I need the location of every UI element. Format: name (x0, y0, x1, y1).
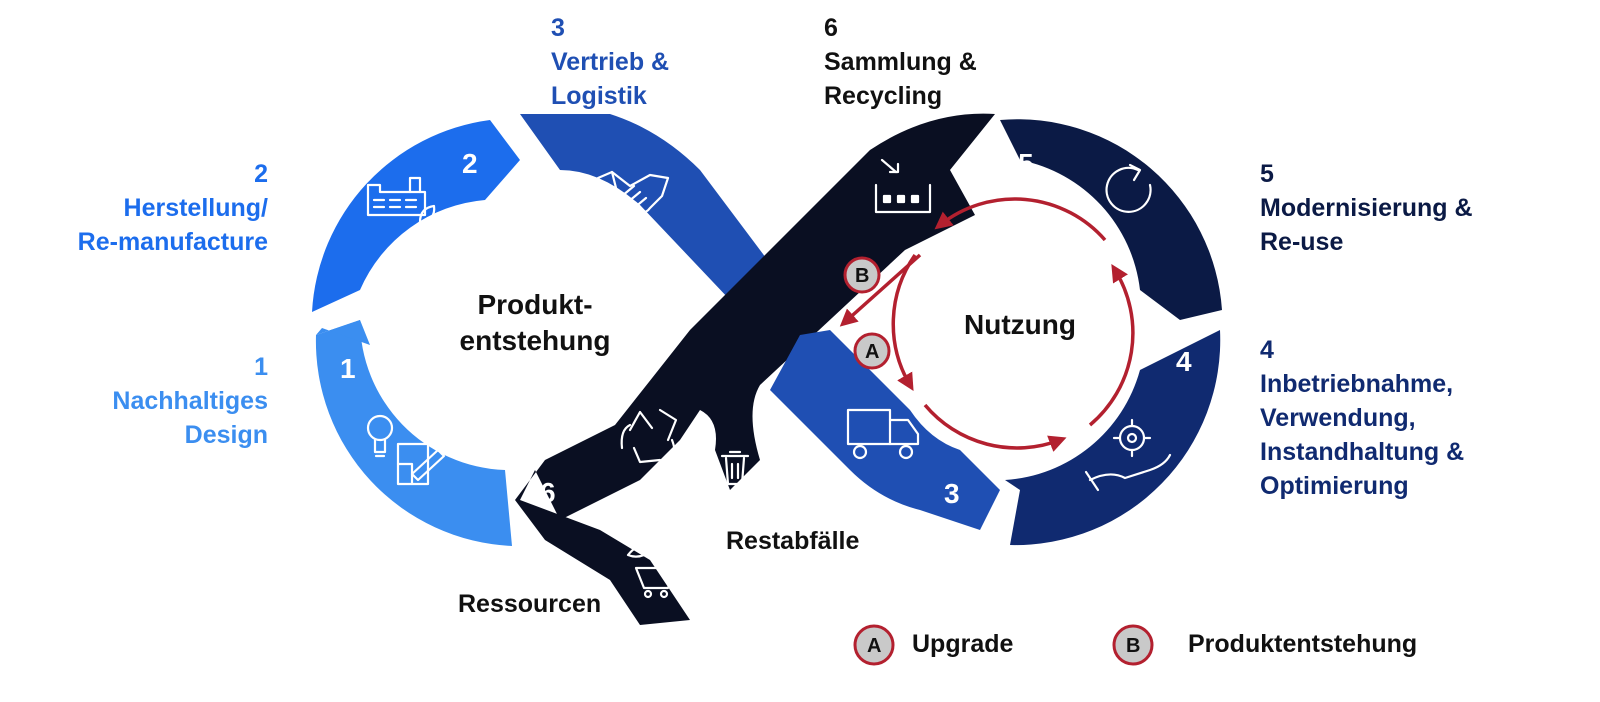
center-title-left: Produkt- entstehung (459, 289, 611, 356)
segment-number-5: 5 (1018, 148, 1034, 179)
segment-6 (515, 113, 995, 626)
phase-label-1: 1 Nachhaltiges Design (112, 353, 268, 449)
phase-label-2: 2 Herstellung/ Re-manufacture (77, 160, 268, 256)
phase-label-4: 4 Inbetriebnahme, Verwendung, Instandhal… (1260, 336, 1465, 500)
svg-text:A: A (865, 341, 879, 363)
segment-number-1: 1 (340, 353, 356, 384)
legend-label-a: Upgrade (912, 630, 1014, 658)
segment-3b (770, 330, 1000, 530)
phase-label-3: 3 Vertrieb & Logistik (551, 14, 670, 110)
segment-number-6: 6 (540, 477, 556, 508)
handshake-icon (596, 170, 670, 214)
red-cycle-arrows (839, 197, 1135, 452)
segment-number-4: 4 (1176, 346, 1192, 377)
badge-b-diagram: B (843, 256, 881, 294)
center-title-right: Nutzung (964, 309, 1076, 340)
legend-label-b: Produktentstehung (1188, 630, 1418, 658)
svg-text:A: A (867, 635, 881, 657)
segment-4 (1005, 330, 1221, 546)
svg-text:B: B (855, 265, 869, 287)
trash-bin-icon (720, 450, 750, 486)
phase-label-6: 6 Sammlung & Recycling (824, 14, 977, 110)
phase-label-5: 5 Modernisierung & Re-use (1260, 160, 1473, 256)
lightbulb-and-pencil-icon (366, 414, 446, 486)
delivery-truck-icon (846, 408, 920, 460)
factory-leaf-icon (366, 176, 436, 224)
segment-5 (1000, 119, 1222, 320)
badge-a-diagram: A (853, 332, 891, 370)
refresh-icon (1105, 163, 1152, 213)
output-waste: Restabfälle (726, 527, 860, 555)
output-resources: Ressourcen (458, 590, 602, 618)
legend-badge-a: A (853, 624, 895, 666)
hand-gear-icon (1084, 418, 1172, 492)
recycle-icon (620, 408, 678, 464)
collection-bin-icon (874, 158, 932, 214)
segment-number-2: 2 (462, 148, 478, 179)
mine-cart-icon (626, 544, 678, 599)
segment-number-3: 3 (944, 478, 960, 509)
svg-text:B: B (1126, 635, 1140, 657)
segment-1 (315, 320, 512, 546)
legend-badge-b: B (1112, 624, 1154, 666)
segment-3a (520, 114, 775, 300)
